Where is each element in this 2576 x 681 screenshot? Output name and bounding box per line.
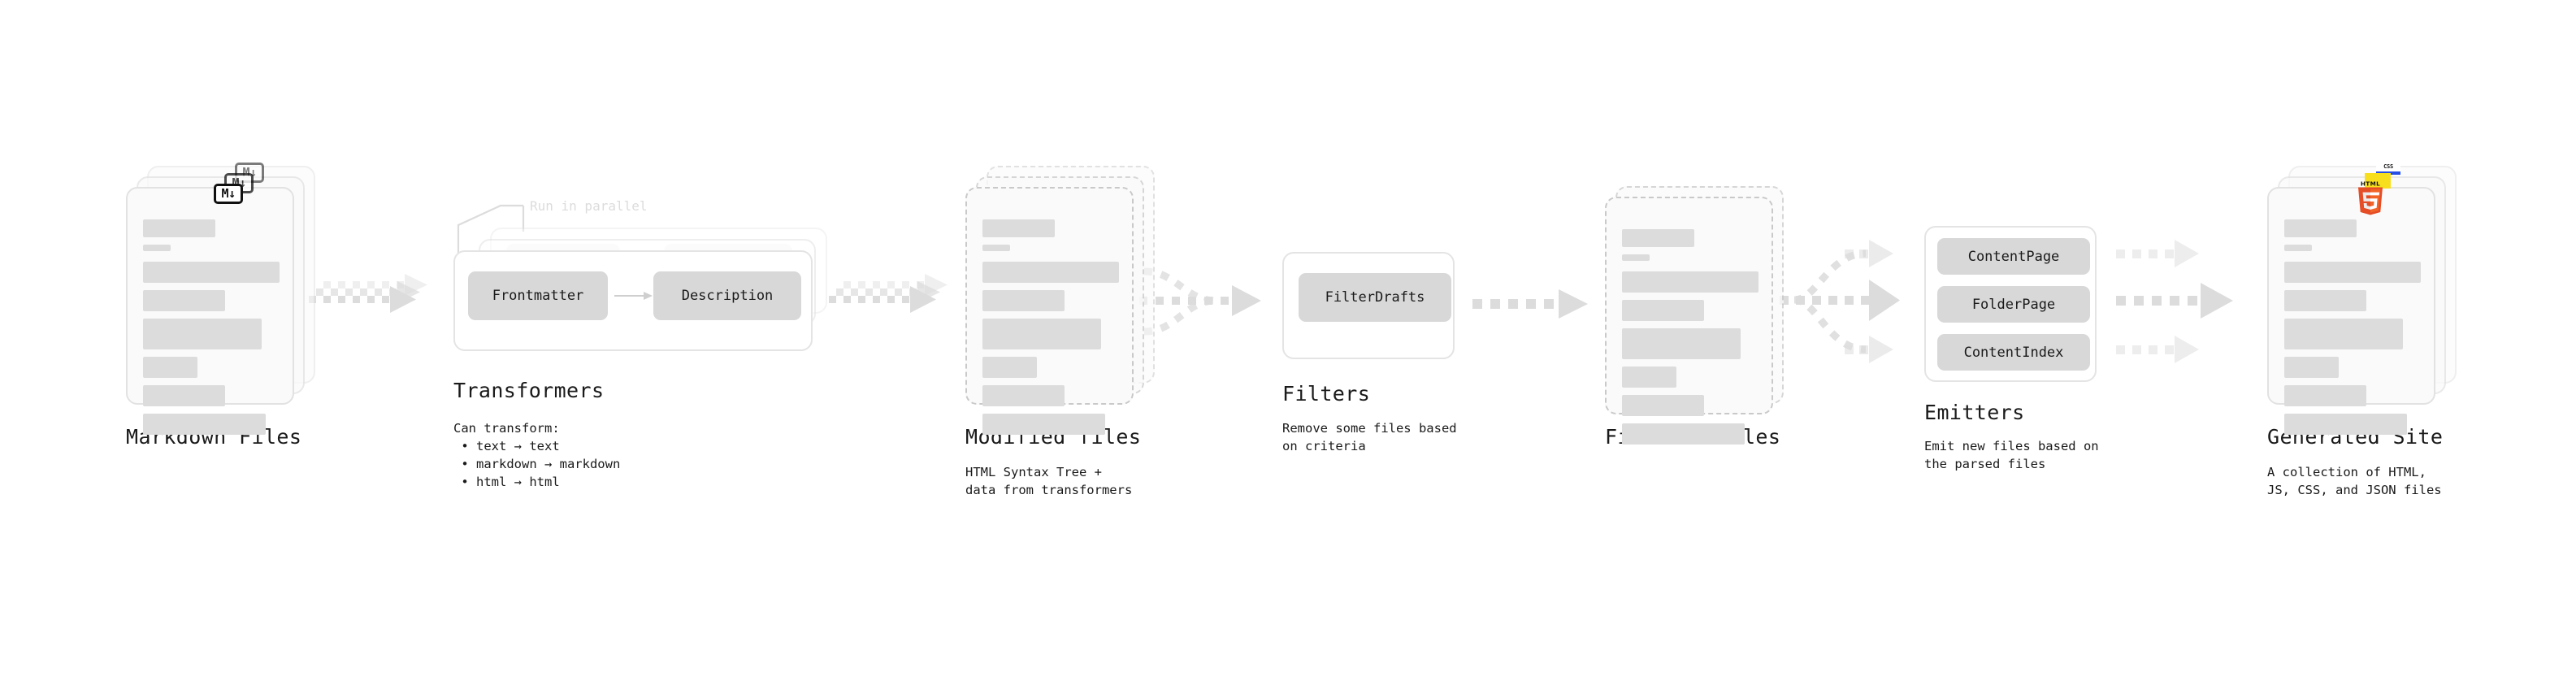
html5-icon: HTML bbox=[2357, 180, 2383, 215]
placeholder-bar bbox=[982, 357, 1038, 378]
placeholder-bar bbox=[143, 385, 225, 406]
placeholder-bar bbox=[2284, 219, 2357, 237]
filters-description: Remove some files based on criteria bbox=[1282, 421, 1457, 453]
emitter-chip-folderpage[interactable]: FolderPage bbox=[1937, 286, 2090, 323]
placeholder-bar bbox=[143, 319, 262, 349]
placeholder-bar bbox=[2284, 385, 2366, 406]
transformer-chip-frontmatter[interactable]: Frontmatter bbox=[468, 271, 608, 320]
placeholder-bar bbox=[143, 290, 225, 311]
run-in-parallel-label: Run in parallel bbox=[530, 198, 648, 214]
markdown-file-card-front bbox=[126, 187, 294, 435]
connector-filters-to-filtered bbox=[1472, 289, 1588, 319]
placeholder-bar bbox=[982, 319, 1102, 349]
document-placeholder-lines bbox=[982, 219, 1119, 442]
placeholder-bar bbox=[1622, 423, 1746, 445]
placeholder-bar bbox=[982, 414, 1106, 435]
placeholder-bar bbox=[2284, 414, 2408, 435]
modified-files-description: HTML Syntax Tree + data from transformer… bbox=[965, 465, 1133, 497]
placeholder-bar bbox=[2284, 262, 2421, 283]
placeholder-bar bbox=[1622, 229, 1695, 247]
generated-site-description: A collection of HTML, JS, CSS, and JSON … bbox=[2267, 465, 2442, 497]
transformer-panel: Frontmatter Description bbox=[453, 250, 813, 351]
placeholder-bar bbox=[1622, 395, 1704, 416]
transformers-description: Can transform: • text → text • markdown … bbox=[453, 421, 621, 489]
emitters-title: Emitters bbox=[1924, 401, 2025, 424]
svg-text:HTML: HTML bbox=[2361, 180, 2380, 188]
emitters-description: Emit new files based on the parsed files bbox=[1924, 439, 2099, 471]
run-in-parallel-bracket bbox=[457, 204, 525, 253]
document-placeholder-lines bbox=[143, 219, 280, 442]
placeholder-bar bbox=[143, 262, 280, 283]
transformer-inner-arrow bbox=[614, 292, 653, 300]
placeholder-bar bbox=[1622, 300, 1704, 321]
placeholder-bar bbox=[982, 219, 1056, 237]
filter-chip-filterdrafts[interactable]: FilterDrafts bbox=[1299, 273, 1451, 322]
transformer-chip-description[interactable]: Description bbox=[653, 271, 801, 320]
placeholder-bar bbox=[143, 219, 216, 237]
document-placeholder-lines bbox=[1622, 229, 1759, 452]
connector-markdown-to-transformers bbox=[309, 274, 427, 313]
placeholder-bar bbox=[2284, 319, 2404, 349]
markdown-icon: M↓ bbox=[214, 184, 243, 204]
connector-modified-to-filters bbox=[1139, 267, 1261, 336]
filters-panel: FilterDrafts bbox=[1282, 252, 1455, 359]
placeholder-bar bbox=[143, 414, 267, 435]
placeholder-bar bbox=[982, 245, 1010, 251]
generated-file-card-front bbox=[2267, 187, 2435, 435]
placeholder-bar bbox=[143, 245, 171, 251]
connector-emitters-to-site bbox=[2116, 240, 2233, 363]
placeholder-bar bbox=[143, 357, 198, 378]
connector-transformers-to-modified bbox=[829, 274, 948, 313]
connector-filtered-to-emitters bbox=[1780, 240, 1900, 363]
modified-file-card-front bbox=[965, 187, 1134, 435]
placeholder-bar bbox=[982, 290, 1065, 311]
placeholder-bar bbox=[1622, 328, 1741, 359]
document-placeholder-lines bbox=[2284, 219, 2421, 442]
placeholder-bar bbox=[1622, 254, 1650, 261]
placeholder-bar bbox=[982, 385, 1065, 406]
emitter-chip-contentindex[interactable]: ContentIndex bbox=[1937, 334, 2090, 371]
emitter-chip-contentpage[interactable]: ContentPage bbox=[1937, 238, 2090, 275]
placeholder-bar bbox=[1622, 271, 1759, 293]
placeholder-bar bbox=[2284, 245, 2312, 251]
transformers-title: Transformers bbox=[453, 379, 605, 402]
placeholder-bar bbox=[1622, 367, 1677, 388]
emitters-panel: ContentPage FolderPage ContentIndex bbox=[1924, 226, 2097, 382]
js-icon bbox=[2365, 173, 2391, 189]
placeholder-bar bbox=[982, 262, 1119, 283]
filtered-file-card-front bbox=[1605, 197, 1773, 445]
filters-title: Filters bbox=[1282, 382, 1371, 406]
placeholder-bar bbox=[2284, 357, 2340, 378]
placeholder-bar bbox=[2284, 290, 2366, 311]
